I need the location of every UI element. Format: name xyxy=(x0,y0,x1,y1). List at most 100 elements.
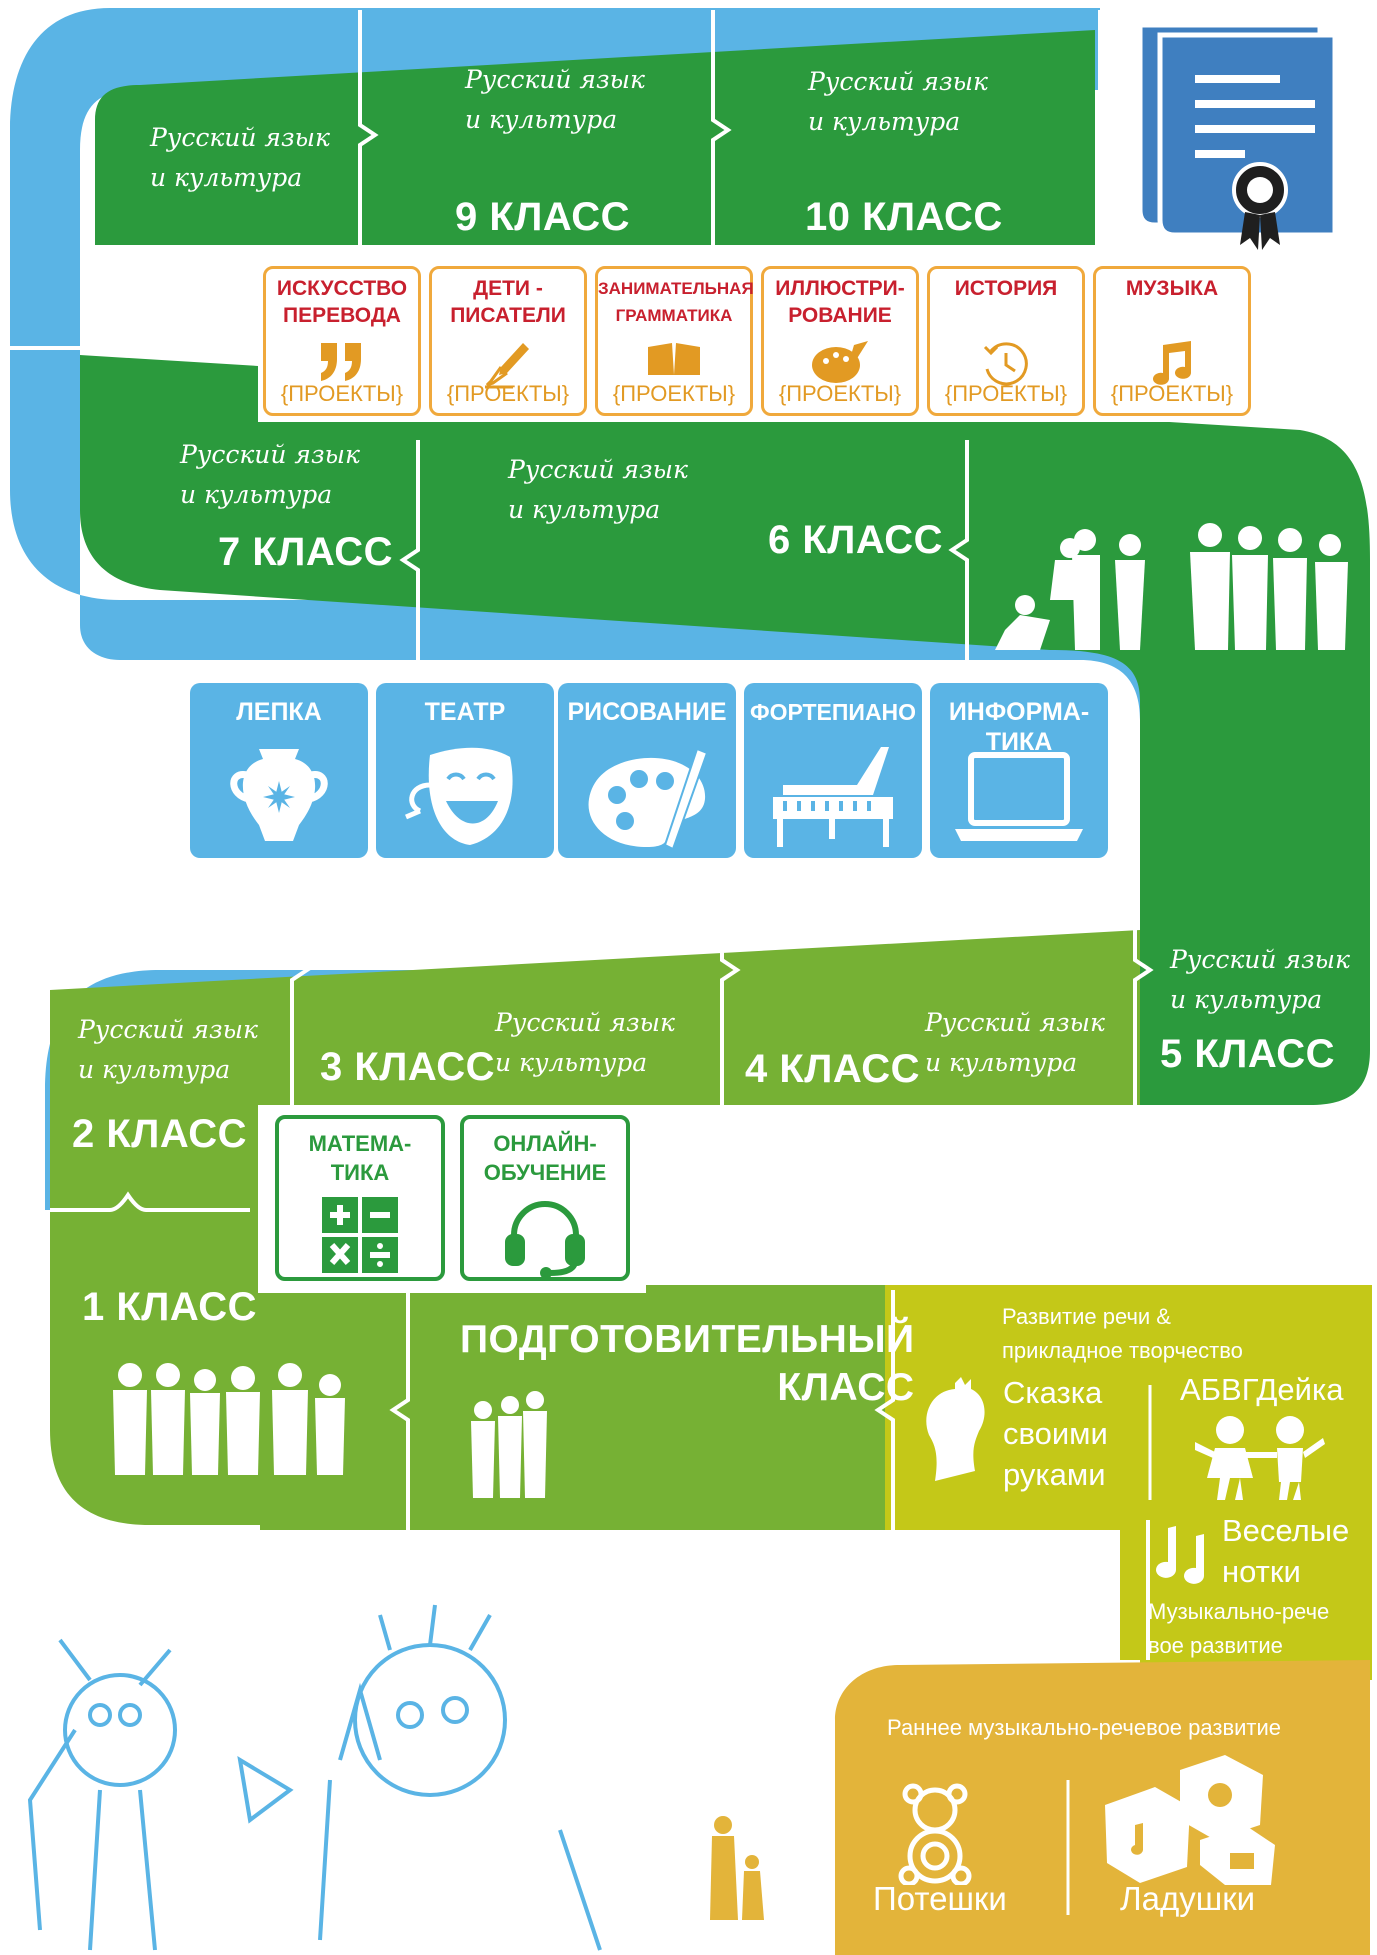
elective-title-line: ТЕАТР xyxy=(424,698,506,726)
green-tile-title: МАТЕМА- ТИКА xyxy=(279,1129,441,1187)
project-tile-title: ИЛЛЮСТРИ- РОВАНИЕ xyxy=(764,275,916,329)
green-title-line: МАТЕМА- xyxy=(308,1131,412,1156)
green-band-prep xyxy=(260,1285,900,1530)
green-title-line: ТИКА xyxy=(330,1160,390,1185)
grade-6-label: 6 КЛАСС xyxy=(768,518,944,562)
project-suffix: {ПРОЕКТЫ} xyxy=(1110,381,1234,406)
dancing-kids-icon xyxy=(1195,1412,1325,1502)
teddy-bear-icon xyxy=(885,1780,985,1887)
project-title-line: РОВАНИЕ xyxy=(788,304,892,327)
elective-title-line: ТИКА xyxy=(985,728,1053,756)
project-title-line: ИСТОРИЯ xyxy=(954,277,1058,300)
theatre-mask-icon xyxy=(376,745,554,850)
abc-label: АБВГДейка xyxy=(1180,1372,1344,1407)
elective-tile[interactable]: ИНФОРМА-ТИКА xyxy=(930,683,1108,858)
project-title-line: МУЗЫКА xyxy=(1125,277,1219,300)
prep-class-title: ПОДГОТОВИТЕЛЬНЫЙ КЛАСС xyxy=(460,1318,915,1409)
music-notes-icon xyxy=(1148,1518,1218,1588)
grand-piano-icon xyxy=(744,745,922,850)
children-silhouettes-prep xyxy=(471,1391,547,1498)
green-tile[interactable]: ОНЛАЙН- ОБУЧЕНИЕ xyxy=(460,1115,630,1281)
speech-header: Развитие речи &прикладное творчество xyxy=(1002,1304,1243,1363)
certificate-icon xyxy=(1100,10,1360,250)
elective-tile-title: ИНФОРМА-ТИКА xyxy=(930,697,1108,757)
elective-title-line: ЛЕПКА xyxy=(236,698,322,726)
project-tile-title: ЗАНИМАТЕЛЬНАЯ ГРАММАТИКА xyxy=(598,275,754,329)
elective-title-line: ФОРТЕПИАНО xyxy=(749,699,917,725)
parent-child-silhouette xyxy=(710,1816,764,1920)
grade-separators xyxy=(10,10,1154,1915)
history-clock-icon xyxy=(930,339,1082,386)
headset-icon xyxy=(464,1197,626,1282)
elective-tile[interactable]: ТЕАТР xyxy=(376,683,554,858)
poteshki-label: Потешки xyxy=(873,1880,1007,1917)
project-suffix: {ПРОЕКТЫ} xyxy=(778,381,902,406)
math-signs-icon xyxy=(279,1197,441,1278)
elective-tile[interactable]: ФОРТЕПИАНО xyxy=(744,683,922,858)
green-band-6-7 xyxy=(80,355,1370,1105)
project-title-line: ПЕРЕВОДА xyxy=(283,304,401,327)
music-note-icon xyxy=(1096,339,1248,385)
project-tile[interactable]: МУЗЫКА {ПРОЕКТЫ} xyxy=(1093,266,1251,416)
green-tile[interactable]: МАТЕМА- ТИКА xyxy=(275,1115,445,1281)
toy-blocks-icon xyxy=(1095,1745,1275,1885)
project-suffix: {ПРОЕКТЫ} xyxy=(446,381,570,406)
elective-tile-title: РИСОВАНИЕ xyxy=(558,697,736,727)
project-suffix: {ПРОЕКТЫ} xyxy=(612,381,736,406)
green-band-1-4 xyxy=(50,930,1140,1525)
paint-palette-icon xyxy=(558,745,736,851)
quote-icon xyxy=(266,339,418,383)
elective-title-line: ИНФОРМА- xyxy=(948,698,1090,726)
grade-5-label: 5 КЛАСС xyxy=(1160,1032,1336,1076)
project-title-line: ИЛЛЮСТРИ- xyxy=(775,277,905,300)
green-tile-title: ОНЛАЙН- ОБУЧЕНИЕ xyxy=(464,1129,626,1187)
pen-nib-icon xyxy=(432,339,584,389)
grade-1-label: 1 КЛАСС xyxy=(82,1285,258,1329)
grade-9-label: 9 КЛАСС xyxy=(455,195,631,239)
project-title-line: ЗАНИМАТЕЛЬНАЯ xyxy=(598,279,754,298)
children-silhouettes-top xyxy=(995,523,1348,650)
project-suffix: {ПРОЕКТЫ} xyxy=(944,381,1068,406)
green-title-line: ОБУЧЕНИЕ xyxy=(483,1160,607,1185)
project-title-line: ГРАММАТИКА xyxy=(615,306,733,325)
project-tile-title: МУЗЫКА xyxy=(1096,275,1248,302)
grade-3-label: 3 КЛАСС xyxy=(320,1045,496,1089)
early-header: Раннее музыкально-речевое развитие xyxy=(887,1715,1282,1740)
children-silhouettes-grade1 xyxy=(113,1363,345,1475)
cartoon-kids-drawing xyxy=(27,1604,602,1951)
project-tile[interactable]: ДЕТИ -ПИСАТЕЛИ {ПРОЕКТЫ} xyxy=(429,266,587,416)
elective-tile[interactable]: РИСОВАНИЕ xyxy=(558,683,736,858)
palette-icon xyxy=(764,339,916,383)
ladushki-label: Ладушки xyxy=(1120,1880,1256,1917)
project-title-line: ПИСАТЕЛИ xyxy=(450,304,566,327)
grade-4-label: 4 КЛАСС xyxy=(745,1047,921,1091)
elective-tile[interactable]: ЛЕПКА xyxy=(190,683,368,858)
vase-icon xyxy=(190,745,368,850)
princess-silhouette-icon xyxy=(915,1375,995,1485)
project-tile-title: ИСТОРИЯ xyxy=(930,275,1082,302)
green-band-8-10 xyxy=(95,30,1095,245)
project-suffix: {ПРОЕКТЫ} xyxy=(280,381,404,406)
green-title-line: ОНЛАЙН- xyxy=(493,1131,597,1156)
project-tile[interactable]: ЗАНИМАТЕЛЬНАЯ ГРАММАТИКА {ПРОЕКТЫ} xyxy=(595,266,754,416)
project-tile[interactable]: ИЛЛЮСТРИ- РОВАНИЕ {ПРОЕКТЫ} xyxy=(761,266,919,416)
project-tile[interactable]: ИСТОРИЯ {ПРОЕКТЫ} xyxy=(927,266,1085,416)
grade-10-label: 10 КЛАСС xyxy=(805,195,1003,239)
grade-2-label: 2 КЛАСС xyxy=(72,1112,248,1156)
elective-tile-title: ТЕАТР xyxy=(376,697,554,727)
elective-title-line: РИСОВАНИЕ xyxy=(567,698,727,726)
elective-tile-title: ФОРТЕПИАНО xyxy=(744,697,922,727)
project-tile-title: ДЕТИ -ПИСАТЕЛИ xyxy=(432,275,584,329)
